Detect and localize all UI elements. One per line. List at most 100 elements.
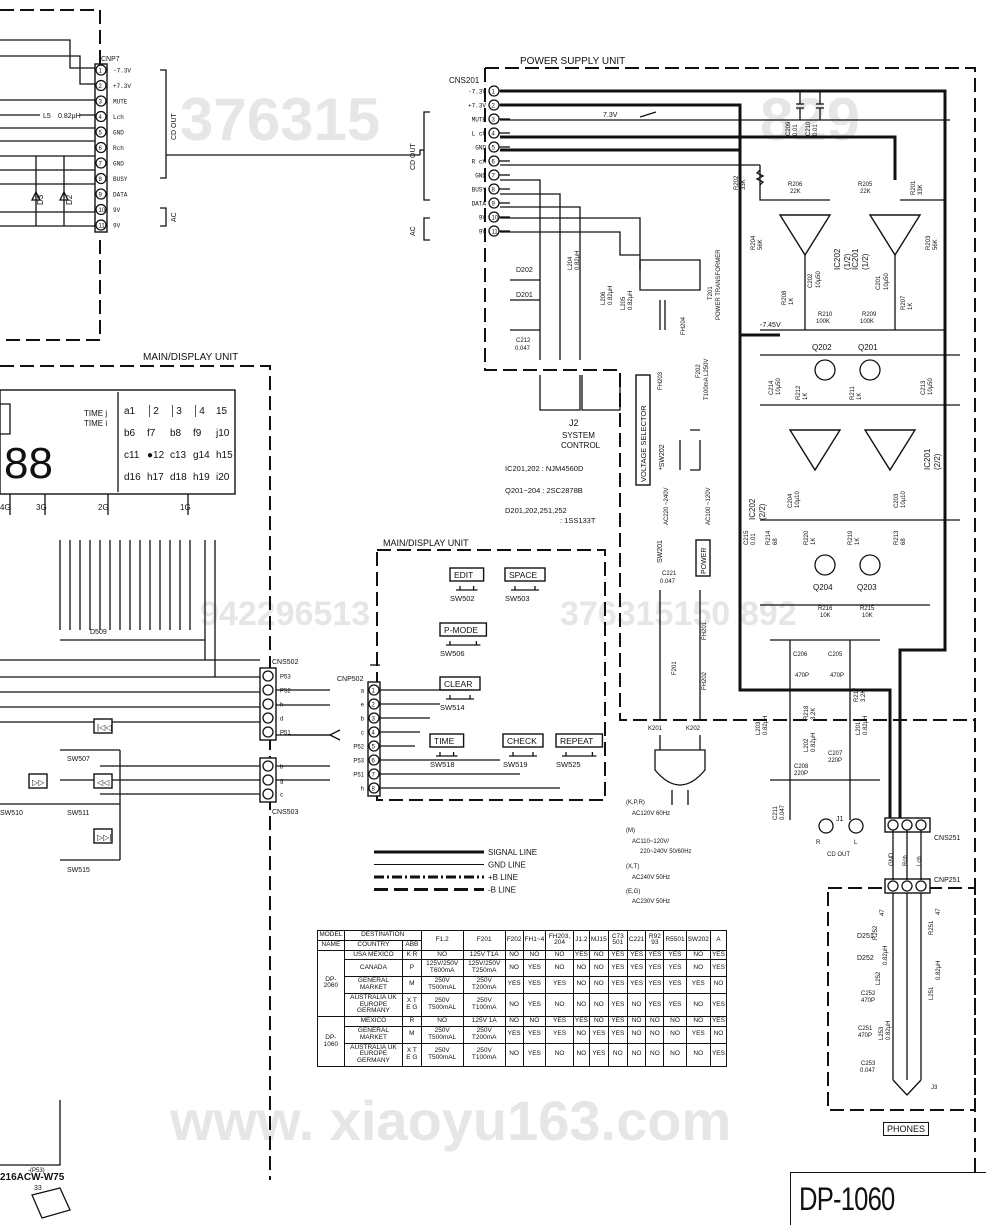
cnp7-pin — [95, 188, 107, 200]
display-segment: c11 — [124, 450, 140, 461]
table-cell: YES — [709, 992, 728, 1018]
C211-label: C211 — [773, 805, 779, 820]
R210-value: 100K — [816, 319, 830, 325]
cns201-pin-label: R ch — [472, 159, 487, 166]
SW202-label: *SW202 — [659, 444, 666, 470]
table-cell: 250V T100mA — [462, 1042, 506, 1068]
cnp7-pin-num: 9 — [99, 193, 103, 199]
ac-note-xt: (X,T) — [626, 864, 639, 870]
R206-label: R206 — [788, 182, 803, 188]
display-segment: a1 — [124, 406, 136, 417]
cnp7-pin — [95, 157, 107, 169]
cnp502-pin-label: P53 — [353, 759, 364, 765]
C206-label: C206 — [793, 652, 808, 658]
cns201-ac-label: AC — [410, 226, 417, 236]
C212-value: 0.047 — [515, 346, 531, 352]
cnp7-pin-num: 11 — [99, 224, 106, 230]
J1-R-label: R — [816, 840, 821, 846]
cnp7-pin-label: -7.3V — [113, 68, 131, 75]
table-cell: YES — [607, 1025, 628, 1044]
table-cell: NO — [685, 1016, 711, 1027]
table-cell: YES — [522, 1042, 547, 1068]
L203-value: 0.82μH — [763, 716, 769, 735]
key-label: CLEAR — [444, 679, 472, 689]
L205-label: L205 — [621, 296, 627, 310]
R210-label: R210 — [818, 312, 833, 318]
table-cell: NO — [572, 976, 590, 994]
table-header-cell: MJ15 — [588, 930, 609, 951]
sw510-label: SW510 — [0, 810, 23, 817]
table-cell: YES — [645, 976, 665, 994]
cns502-pin — [262, 726, 274, 738]
display-segment: f9 — [193, 428, 202, 439]
grid-3G: 3G — [36, 503, 47, 512]
key-switch-label: SW506 — [440, 649, 465, 658]
table-cell: NO — [504, 992, 524, 1018]
cnp7-pin-num: 8 — [99, 177, 103, 183]
R208-label: R208 — [782, 290, 788, 305]
ac-note-kpr: (K,P,R) — [626, 800, 645, 806]
R201-label: R201 — [911, 180, 917, 195]
key-prev-icon: |◁◁ — [97, 723, 112, 732]
F201-label: F201 — [672, 661, 678, 675]
key-button-list: EDITSW502SPACESW503P-MODESW506CLEARSW514… — [429, 567, 604, 769]
key-switch-label: SW514 — [440, 703, 465, 712]
cnp502-pin-num: 1 — [372, 689, 376, 695]
R217-label: R217 — [854, 687, 860, 702]
cns251-label: CNS251 — [934, 835, 961, 842]
key-switch — [456, 586, 478, 591]
ac-note-m-v2: 220~240V 50/60Hz — [640, 849, 692, 855]
cnp7-pin-num: 2 — [99, 84, 103, 90]
key-switch-label: SW502 — [450, 594, 475, 603]
C205-value: 470P — [830, 673, 844, 679]
ac-note-m: (M) — [626, 828, 635, 834]
table-header-cell: F1.2 — [420, 930, 464, 951]
display-segment: │3 — [170, 404, 182, 418]
cns201-pin-label: BUSY — [472, 187, 487, 194]
table-cell: NO — [607, 1042, 628, 1068]
table-cell: NO — [588, 949, 609, 961]
cnp502-pin — [368, 684, 380, 696]
table-cell: NO — [545, 959, 574, 978]
FH204-label: FH204 — [681, 316, 687, 335]
C207-label: C207 — [828, 751, 843, 757]
C201-label: C201 — [876, 275, 882, 290]
L253-value: 0.82μH — [886, 1021, 892, 1040]
C214-value: 10μ50 — [776, 378, 782, 395]
IC202-2-part: (2/2) — [758, 503, 767, 520]
table-cell: NO — [504, 949, 524, 961]
table-cell: NO — [663, 1042, 687, 1068]
R215-value: 10K — [862, 613, 873, 619]
cns201-pin-label: +7.3V — [468, 103, 486, 110]
display-segment: h15 — [216, 450, 233, 461]
table-cell: YES — [685, 976, 711, 994]
key-rew-icon: ◁◁ — [97, 778, 110, 787]
R209-value: 100K — [860, 319, 874, 325]
cnp7-pin-num: 5 — [99, 131, 103, 137]
J2-label: J2 — [569, 418, 579, 428]
J1-L-label: L — [854, 840, 858, 846]
display-segment: h17 — [147, 472, 164, 483]
grid-1G: 1G — [180, 503, 191, 512]
SW201-label: SW201 — [657, 540, 664, 563]
table-cell: NO — [588, 976, 609, 994]
cns503-pin — [262, 760, 274, 772]
cnp502-pin-num: 8 — [372, 787, 376, 793]
L204-value: 0.82μH — [575, 251, 581, 270]
C210-value: 0.01 — [813, 124, 819, 136]
L202-value: 0.82μH — [811, 733, 817, 752]
cnp502-pin-num: 6 — [372, 759, 376, 765]
C221-label: C221 — [662, 571, 677, 577]
cnp7-pin-label: 9V — [113, 223, 121, 230]
table-cell: CANADA — [343, 959, 404, 978]
C210-label: C210 — [806, 121, 812, 136]
rail-neg-label: -7.45V — [760, 322, 781, 329]
ac-note-eg: (E,G) — [626, 889, 640, 895]
model-name: DP-1060 — [799, 1181, 895, 1217]
